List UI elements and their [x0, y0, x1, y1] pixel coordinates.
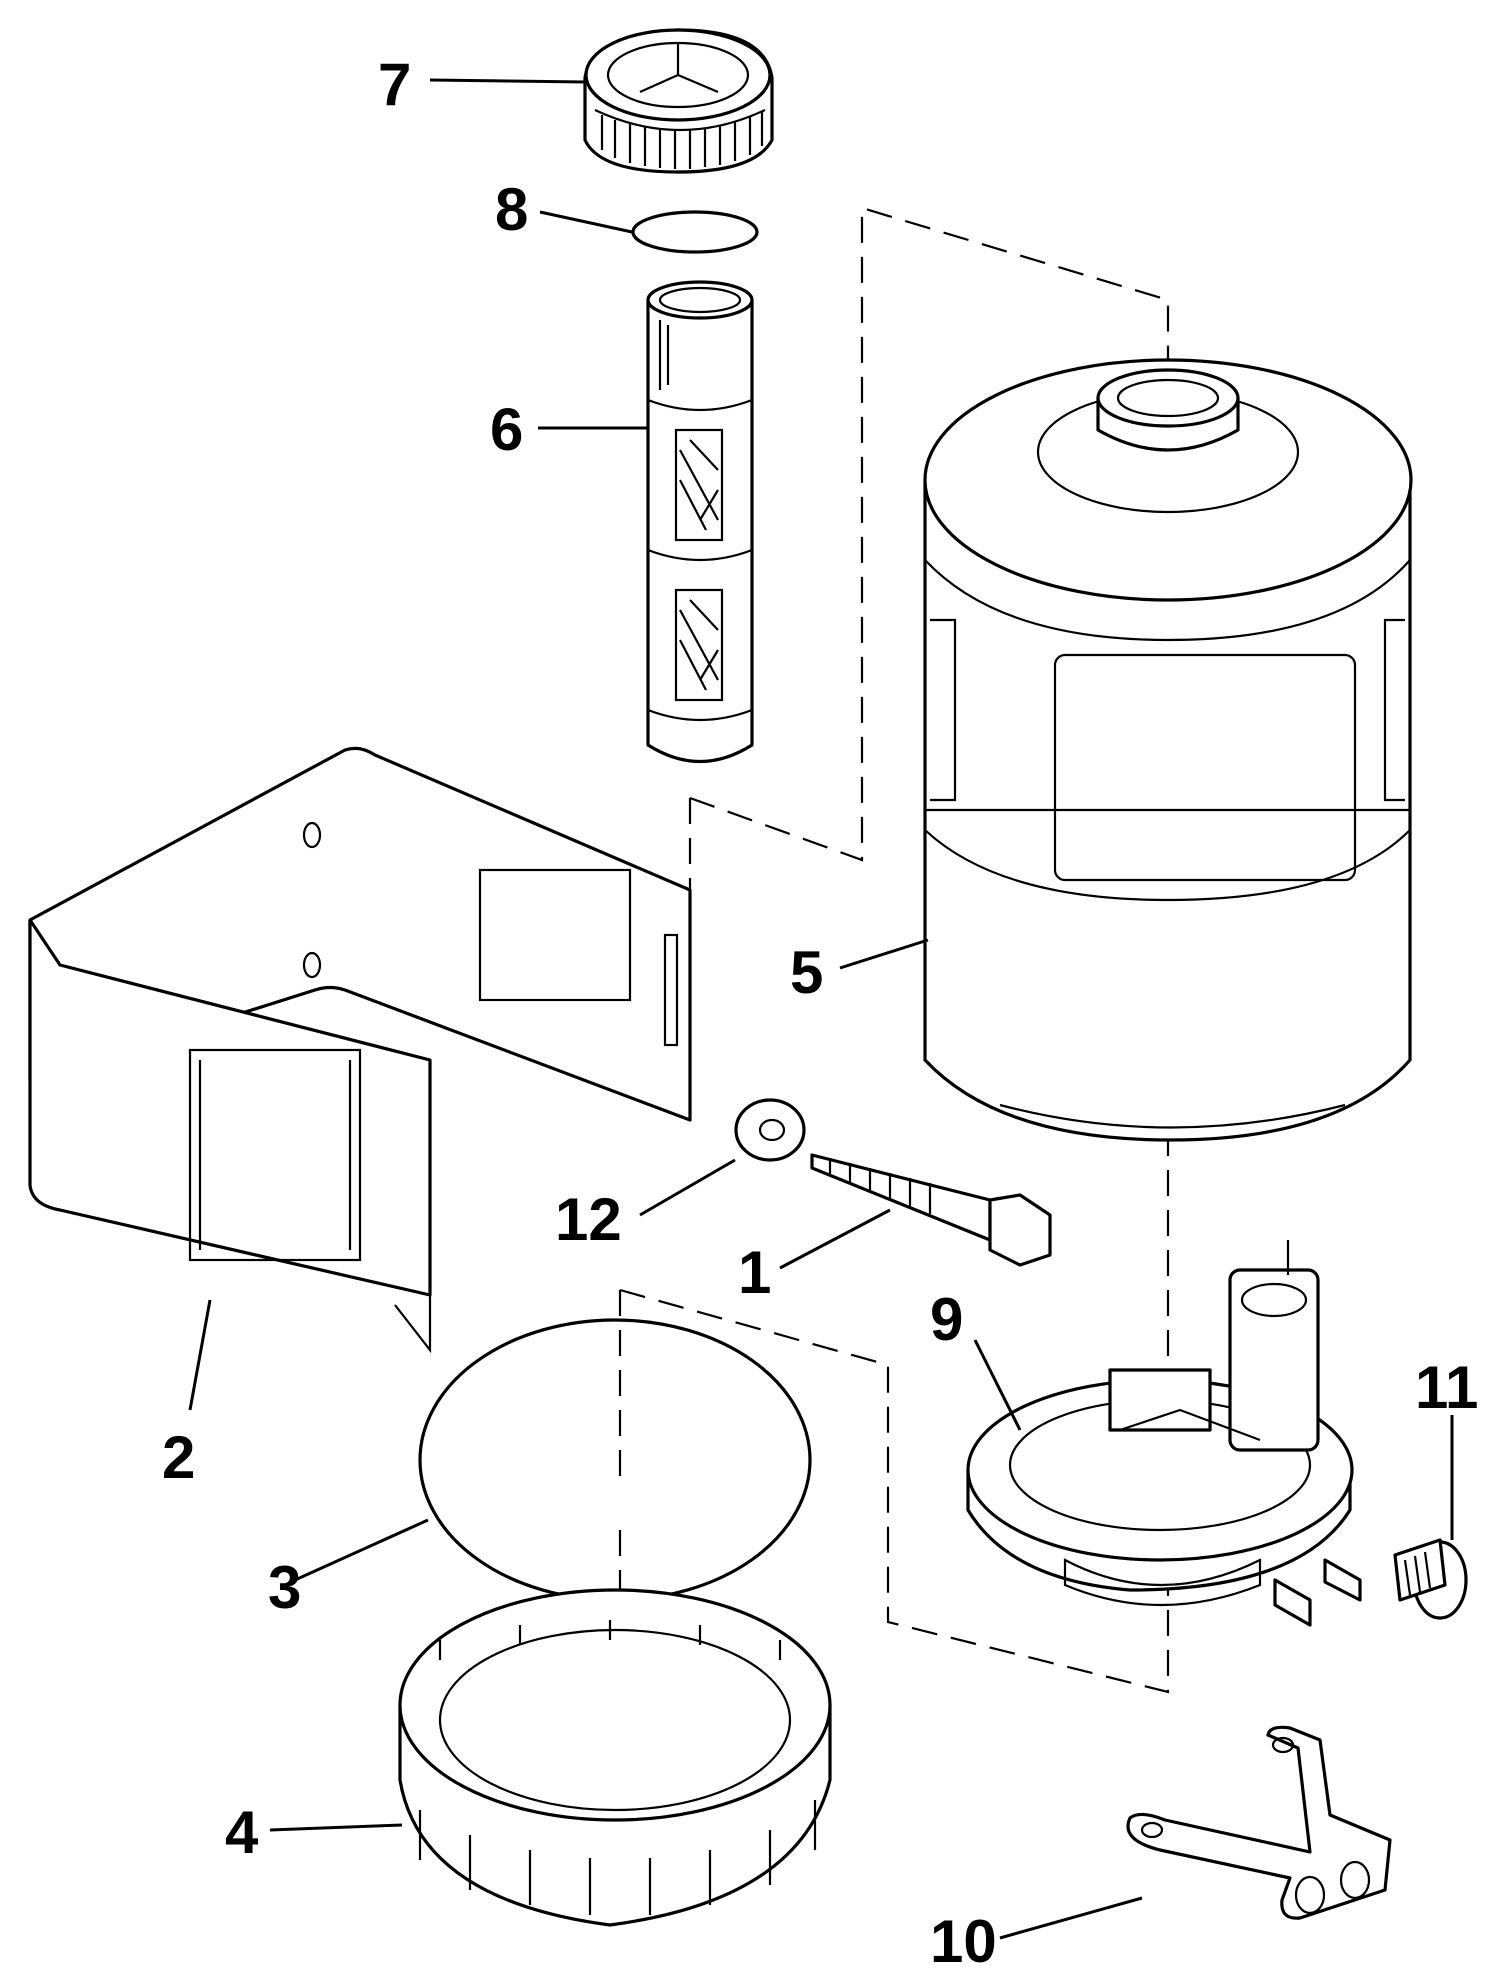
leader-lines: [188, 78, 1454, 1940]
callout-9: 9: [930, 1286, 963, 1353]
callout-2: 2: [162, 1424, 195, 1491]
callout-4: 4: [225, 1799, 259, 1866]
small-o-ring-part: [631, 210, 759, 254]
retaining-ring-part: [398, 1588, 832, 1927]
callout-7: 7: [378, 51, 411, 118]
callout-8: 8: [495, 176, 528, 243]
reservoir-tank-part: [923, 358, 1413, 1142]
hose-clamp-part: [1393, 1538, 1468, 1620]
washer-part: [734, 1098, 806, 1162]
callout-10: 10: [930, 1908, 997, 1968]
callout-1: 1: [738, 1239, 771, 1306]
callout-12: 12: [555, 1186, 622, 1253]
filter-screen-part: [646, 280, 754, 763]
large-o-ring-part: [418, 1318, 812, 1602]
callout-11: 11: [1415, 1354, 1478, 1421]
pump-assembly-part: [966, 1240, 1362, 1627]
mounting-bracket-part: [28, 746, 692, 1354]
callout-3: 3: [268, 1554, 301, 1621]
cap-part: [583, 28, 774, 174]
ground-strap-part: [1126, 1725, 1392, 1920]
lag-screw-part: [810, 1153, 1052, 1267]
callout-6: 6: [490, 396, 523, 463]
callout-5: 5: [790, 939, 823, 1006]
